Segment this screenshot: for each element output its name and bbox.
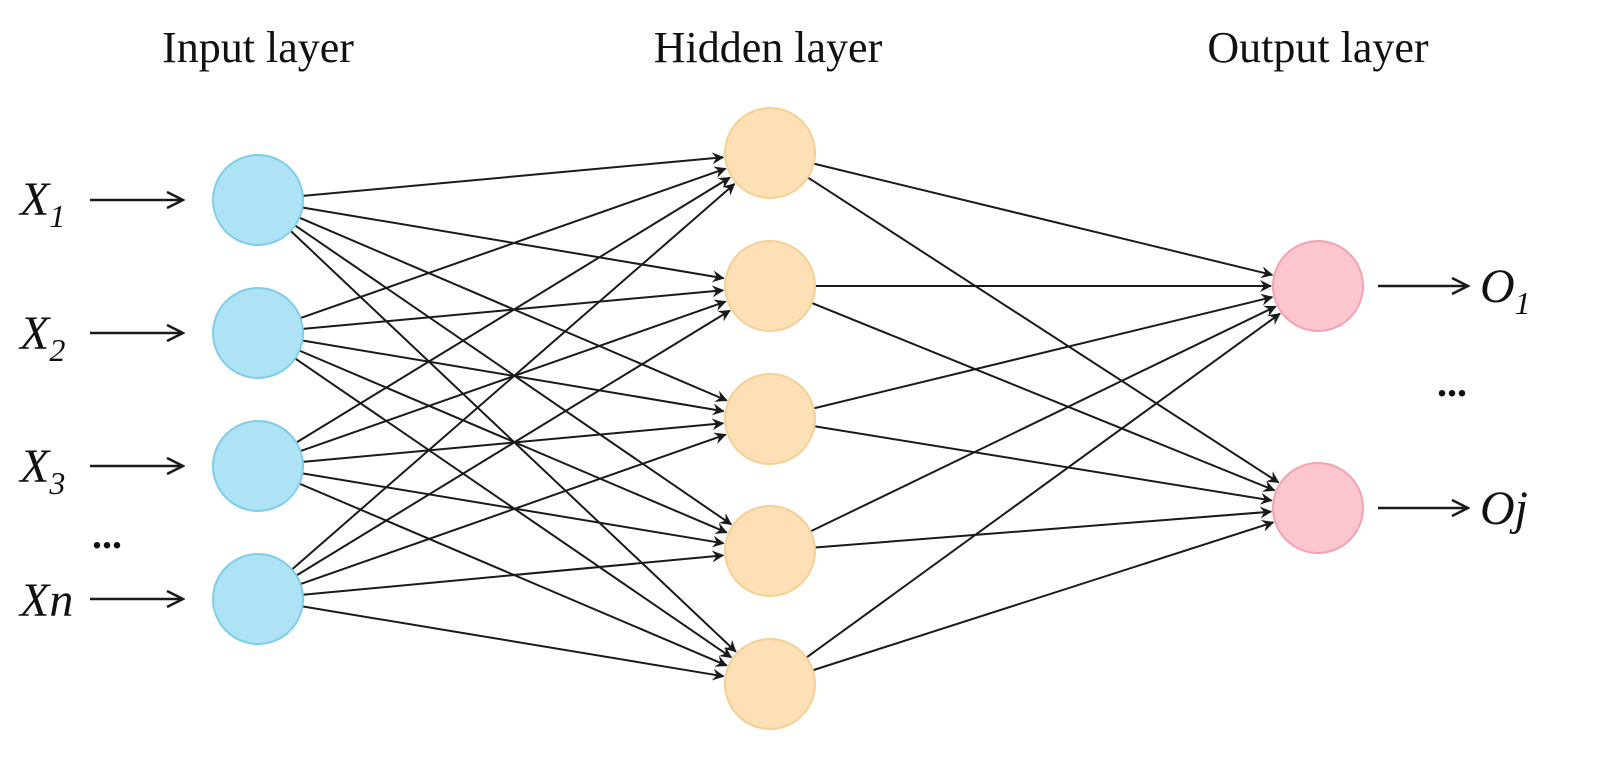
input-node-4 (212, 553, 304, 645)
hidden-layer-title: Hidden layer (654, 23, 883, 72)
hidden-node-3 (724, 373, 816, 465)
input-label-x1: X1 (18, 173, 65, 234)
edge-hidden-4-output-1 (810, 305, 1277, 533)
output-node-2 (1272, 462, 1364, 554)
output-label-o1: O1 (1480, 260, 1531, 321)
neurons (212, 107, 1364, 730)
edge-input-4-hidden-5 (302, 605, 725, 681)
edge-input-4-hidden-2 (295, 309, 731, 577)
edge-input-4-hidden-4 (302, 550, 725, 596)
edge-hidden-1-output-1 (813, 162, 1274, 279)
edge-hidden-4-output-2 (814, 506, 1273, 549)
output-ellipsis: ... (1437, 360, 1467, 405)
edge-hidden-3-output-2 (814, 425, 1273, 505)
hidden-node-2 (724, 240, 816, 332)
edge-hidden-5-output-2 (812, 520, 1275, 672)
edge-hidden-3-output-1 (813, 293, 1274, 410)
hidden-node-4 (724, 505, 816, 597)
input-label-x2: X2 (18, 307, 65, 368)
connections (290, 152, 1281, 681)
edge-input-1-hidden-1 (302, 152, 725, 197)
output-label-oj: Oj (1480, 482, 1528, 535)
edge-input-4-hidden-1 (291, 183, 736, 571)
input-node-2 (212, 287, 304, 379)
input-layer-title: Input layer (162, 23, 354, 72)
edge-input-2-hidden-1 (300, 166, 727, 320)
input-node-1 (212, 154, 304, 246)
input-label-x3: X3 (18, 440, 65, 501)
edge-input-4-hidden-3 (300, 432, 727, 586)
edge-hidden-5-output-1 (805, 312, 1281, 659)
input-label-xn: Xn (18, 574, 73, 627)
input-ellipsis: ... (92, 512, 122, 557)
hidden-node-5 (724, 638, 816, 730)
edge-hidden-1-output-2 (807, 176, 1280, 484)
output-layer-title: Output layer (1207, 23, 1429, 72)
edge-hidden-2-output-2 (811, 301, 1276, 492)
input-node-3 (212, 420, 304, 512)
io-arrows (90, 200, 1468, 599)
output-node-1 (1272, 240, 1364, 332)
hidden-node-1 (724, 107, 816, 199)
edge-input-3-hidden-1 (295, 176, 731, 444)
